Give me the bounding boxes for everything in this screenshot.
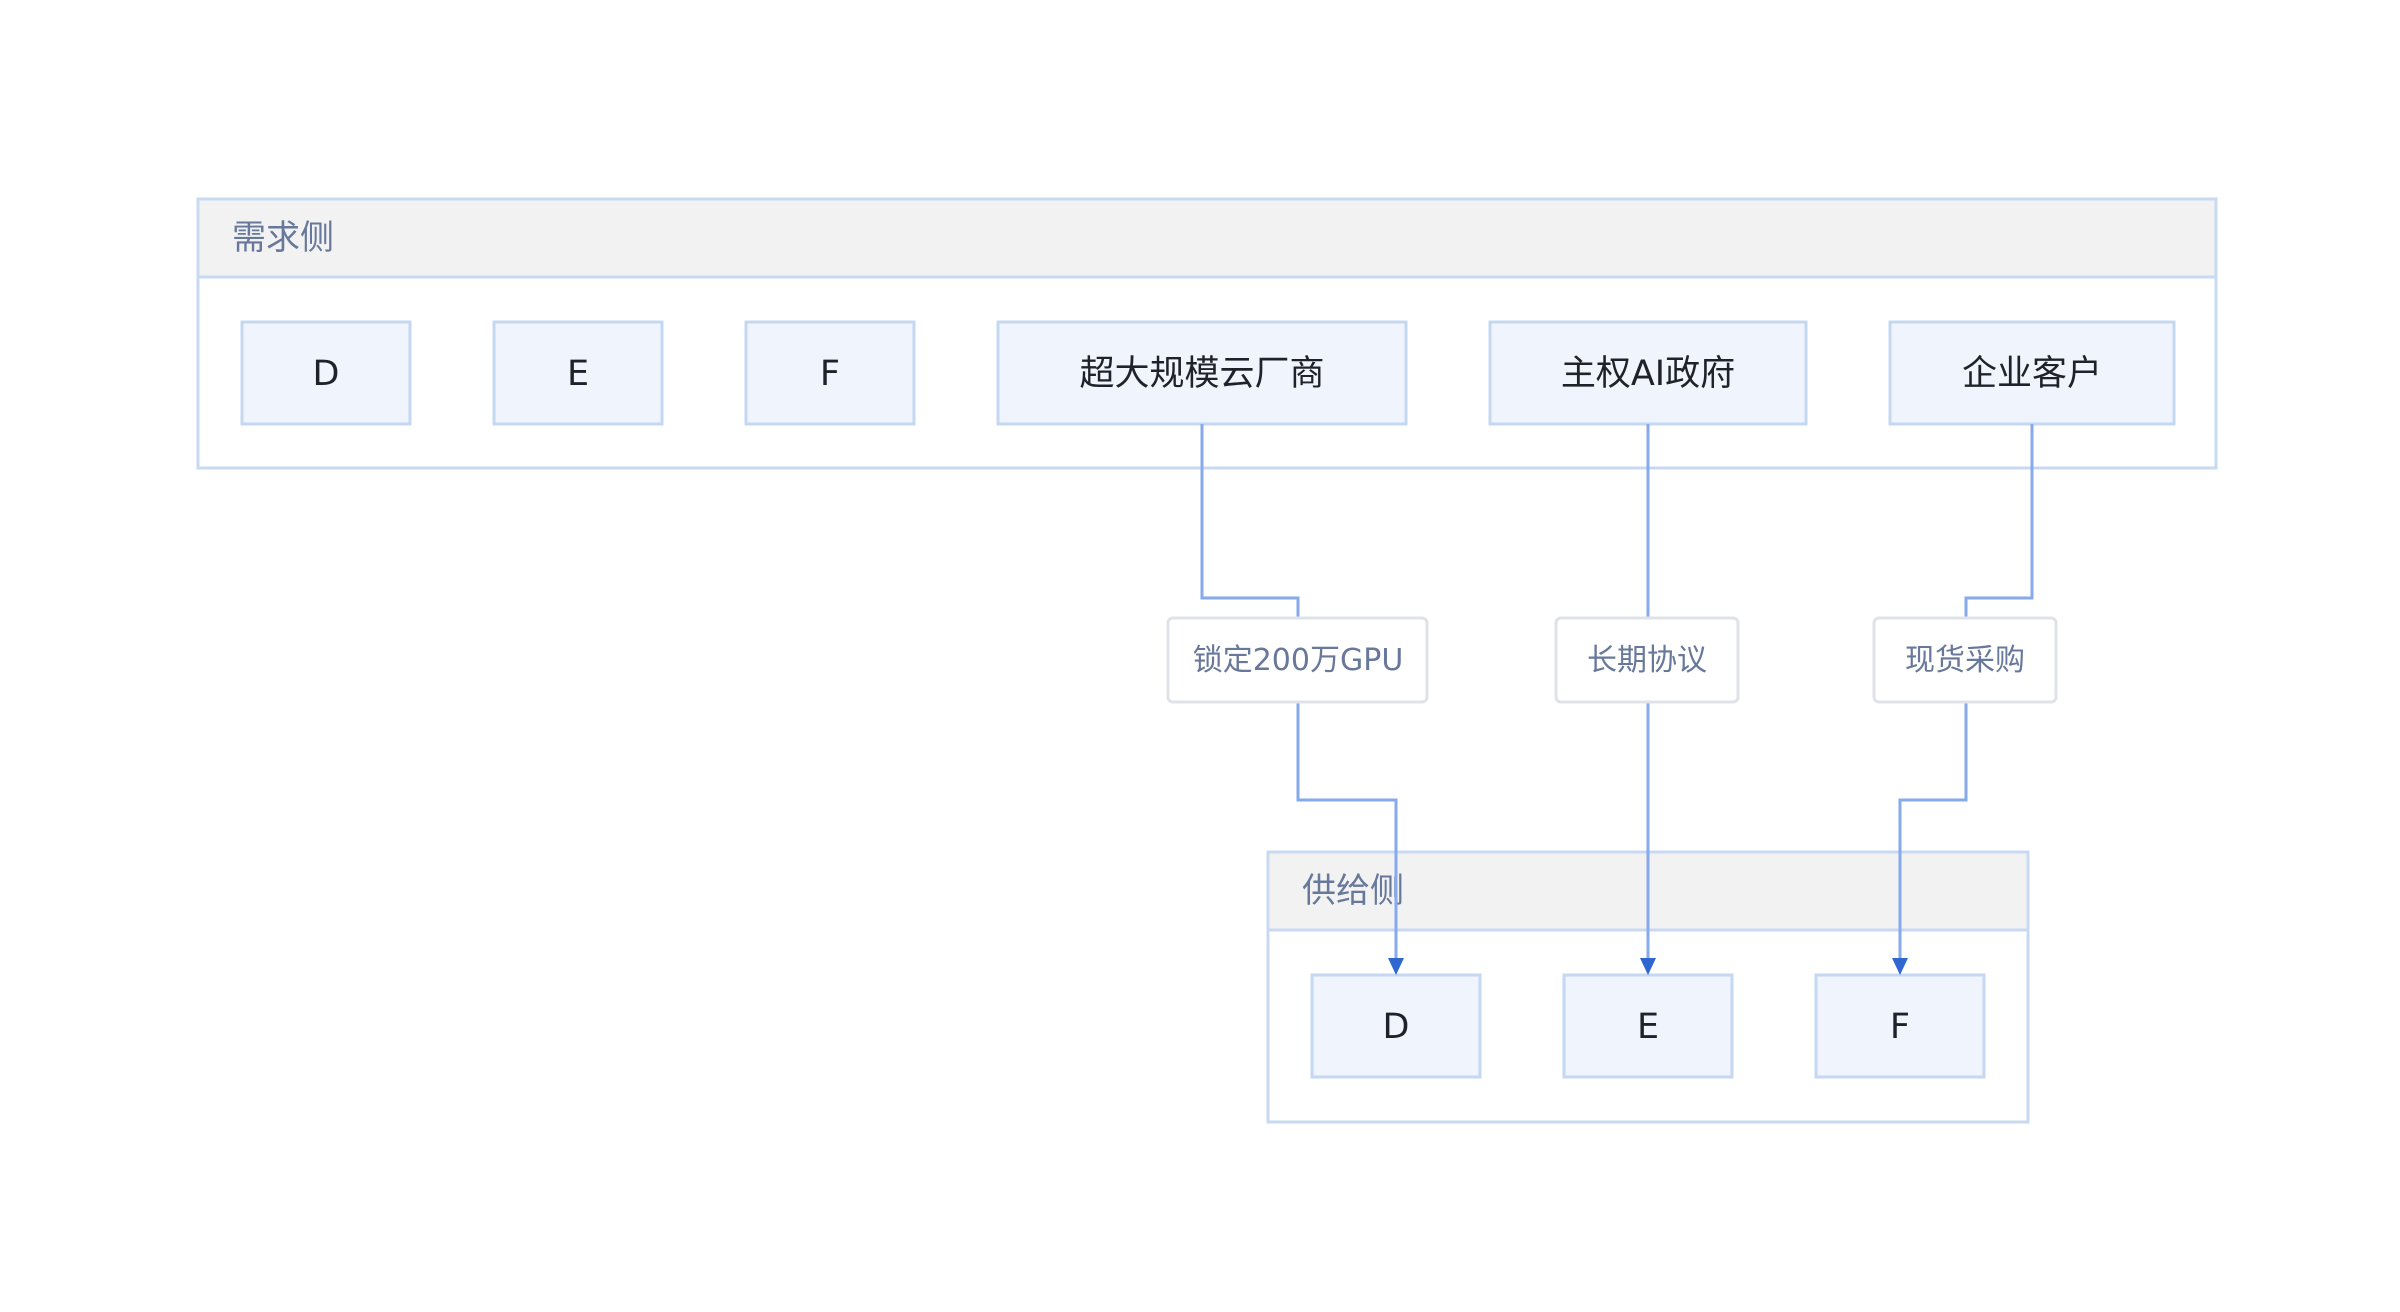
demand-node-f[interactable]: F bbox=[744, 320, 916, 426]
demand-node-sovereign-ai[interactable]: 主权AI政府 bbox=[1488, 320, 1808, 426]
demand-node-f-label: F bbox=[820, 354, 840, 394]
edge-hyperscaler-to-d: 锁定200万GPU bbox=[1166, 424, 1429, 975]
supply-node-d-label: D bbox=[1383, 1007, 1410, 1047]
demand-node-sovereign-ai-box bbox=[1488, 320, 1808, 426]
supply-group-title: 供给侧 bbox=[1302, 871, 1404, 911]
supply-node-d[interactable]: D bbox=[1310, 973, 1482, 1079]
demand-node-enterprise-label: 企业客户 bbox=[1962, 354, 2102, 394]
edge-hyperscaler-to-d-line-bottom bbox=[1296, 702, 1398, 962]
demand-node-e[interactable]: E bbox=[492, 320, 664, 426]
demand-node-f-box bbox=[744, 320, 916, 426]
arrowhead-icon bbox=[1388, 958, 1404, 975]
edge-label-sovereign-box bbox=[1554, 616, 1740, 704]
demand-node-enterprise[interactable]: 企业客户 bbox=[1888, 320, 2176, 426]
demand-node-hyperscaler-label: 超大规模云厂商 bbox=[1079, 354, 1324, 394]
supply-node-f[interactable]: F bbox=[1814, 973, 1986, 1079]
edge-sovereign-to-e: 长期协议 bbox=[1554, 424, 1740, 975]
demand-node-d[interactable]: D bbox=[240, 320, 412, 426]
supply-node-e-label: E bbox=[1637, 1007, 1659, 1047]
demand-group-title: 需求侧 bbox=[232, 218, 334, 258]
supply-node-f-label: F bbox=[1890, 1007, 1910, 1047]
edge-enterprise-to-f-line-bottom bbox=[1898, 702, 1968, 962]
arrowhead-icon bbox=[1640, 958, 1656, 975]
demand-node-e-box bbox=[492, 320, 664, 426]
edge-enterprise-to-f: 现货采购 bbox=[1872, 424, 2058, 975]
demand-node-e-label: E bbox=[567, 354, 589, 394]
edge-label-sovereign: 长期协议 bbox=[1587, 643, 1707, 678]
edge-label-hyperscaler-box bbox=[1166, 616, 1429, 704]
edge-hyperscaler-to-d-line-top bbox=[1200, 424, 1300, 618]
demand-node-d-label: D bbox=[313, 354, 340, 394]
supply-node-f-box bbox=[1814, 973, 1986, 1079]
edge-label-hyperscaler: 锁定200万GPU bbox=[1193, 643, 1404, 678]
arrowhead-icon bbox=[1892, 958, 1908, 975]
edge-enterprise-to-f-line-top bbox=[1964, 424, 2034, 618]
edge-label-enterprise-box bbox=[1872, 616, 2058, 704]
demand-group-header bbox=[196, 197, 2218, 279]
demand-node-sovereign-ai-label: 主权AI政府 bbox=[1561, 354, 1735, 394]
demand-node-d-box bbox=[240, 320, 412, 426]
demand-node-hyperscaler[interactable]: 超大规模云厂商 bbox=[996, 320, 1408, 426]
demand-group: 需求侧 D E F 超大规模云厂商 主权AI政府 企业客户 bbox=[196, 197, 2218, 470]
supply-node-e[interactable]: E bbox=[1562, 973, 1734, 1079]
supply-node-e-box bbox=[1562, 973, 1734, 1079]
edge-label-enterprise: 现货采购 bbox=[1905, 643, 2025, 678]
